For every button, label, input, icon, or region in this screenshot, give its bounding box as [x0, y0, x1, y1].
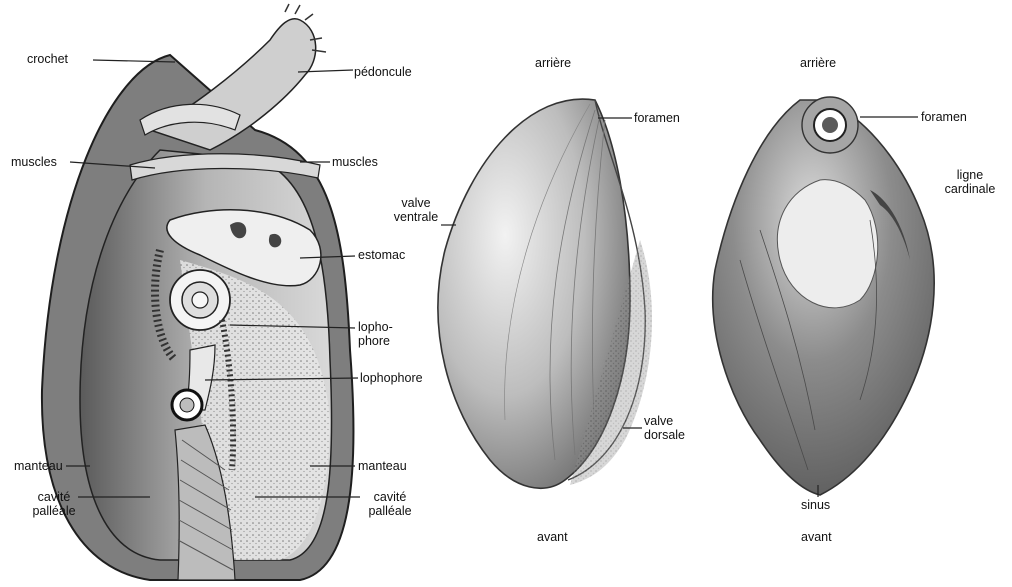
label-estomac: estomac [358, 248, 405, 262]
label-pedoncule: pédoncule [354, 65, 412, 79]
label-lopho-phore: lopho- phore [358, 320, 408, 348]
label-muscles-left: muscles [11, 155, 57, 169]
label-ligne-cardinale: ligne cardinale [937, 168, 1003, 196]
label-muscles-right: muscles [332, 155, 378, 169]
shell-side-view [438, 99, 652, 488]
label-lophophore: lophophore [360, 371, 423, 385]
label-avant-mid: avant [537, 530, 568, 544]
anatomy-drawing [42, 4, 354, 580]
label-manteau-left: manteau [14, 459, 63, 473]
label-manteau-right: manteau [358, 459, 407, 473]
label-cavite-left: cavité palléale [26, 490, 82, 518]
label-sinus: sinus [801, 498, 830, 512]
label-arriere-right: arrière [800, 56, 836, 70]
label-valve-ventrale: valve ventrale [388, 196, 444, 224]
label-cavite-right: cavité palléale [362, 490, 418, 518]
label-avant-right: avant [801, 530, 832, 544]
shell-dorsal-view [713, 97, 934, 495]
label-foramen-mid: foramen [634, 111, 680, 125]
label-arriere-mid: arrière [535, 56, 571, 70]
label-valve-dorsale: valve dorsale [644, 414, 704, 442]
label-crochet: crochet [27, 52, 68, 66]
label-foramen-right: foramen [921, 110, 967, 124]
